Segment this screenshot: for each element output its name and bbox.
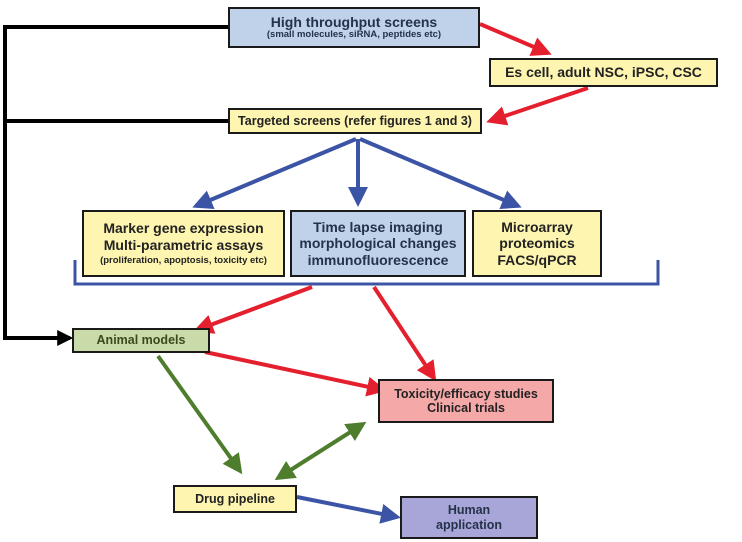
arrow-screens-to-cells xyxy=(479,22,552,56)
marker-line-2: Multi-parametric assays xyxy=(103,236,264,253)
targeted-screens-label: Targeted screens (refer figures 1 and 3) xyxy=(238,113,472,128)
arrow-animal-to-toxicity xyxy=(204,350,387,397)
arrow-animal-to-drug xyxy=(156,354,243,475)
human-application-box: Human application xyxy=(400,496,538,539)
toxicity-box: Toxicity/efficacy studies Clinical trial… xyxy=(378,379,554,423)
cell-types-box: Es cell, adult NSC, iPSC, CSC xyxy=(489,58,718,87)
arrow-cells-to-targeted xyxy=(486,86,589,126)
cell-types-label: Es cell, adult NSC, iPSC, CSC xyxy=(505,64,702,81)
marker-line-1: Marker gene expression xyxy=(103,220,264,237)
high-throughput-subtitle: (small molecules, siRNA, peptides etc) xyxy=(266,29,442,41)
human-line-2: application xyxy=(436,517,502,532)
arrow-assays-to-animal xyxy=(193,285,313,334)
imaging-line-3: immunofluorescence xyxy=(307,251,449,268)
left-connector-line xyxy=(3,25,228,346)
toxicity-line-2: Clinical trials xyxy=(427,401,505,415)
animal-models-label: Animal models xyxy=(96,333,186,348)
high-throughput-title: High throughput screens xyxy=(270,13,438,30)
microarray-box: Microarray proteomics FACS/qPCR xyxy=(472,210,602,277)
microarray-line-3: FACS/qPCR xyxy=(497,251,577,268)
microarray-line-2: proteomics xyxy=(499,235,575,252)
arrow-drug-to-human xyxy=(296,495,401,524)
human-line-1: Human xyxy=(447,503,491,518)
imaging-line-1: Time lapse imaging xyxy=(313,219,443,236)
arrow-targeted-to-microarray xyxy=(359,137,522,209)
marker-gene-box: Marker gene expression Multi-parametric … xyxy=(82,210,285,277)
marker-line-3: (proliferation, apoptosis, toxicity etc) xyxy=(100,254,267,266)
assay-group-bracket xyxy=(73,260,660,286)
targeted-screens-box: Targeted screens (refer figures 1 and 3) xyxy=(228,108,482,134)
toxicity-line-1: Toxicity/efficacy studies xyxy=(394,386,538,401)
microarray-line-1: Microarray xyxy=(501,219,573,236)
animal-models-box: Animal models xyxy=(72,328,210,353)
drug-pipeline-label: Drug pipeline xyxy=(195,491,275,506)
high-throughput-screens-box: High throughput screens (small molecules… xyxy=(228,7,480,48)
arrow-targeted-to-marker xyxy=(192,137,357,210)
imaging-line-2: morphological changes xyxy=(299,235,457,252)
arrow-assays-to-toxicity xyxy=(372,285,437,382)
imaging-box: Time lapse imaging morphological changes… xyxy=(290,210,466,277)
drug-pipeline-box: Drug pipeline xyxy=(173,485,297,513)
arrow-drug-toxicity-bidirectional xyxy=(274,421,367,481)
